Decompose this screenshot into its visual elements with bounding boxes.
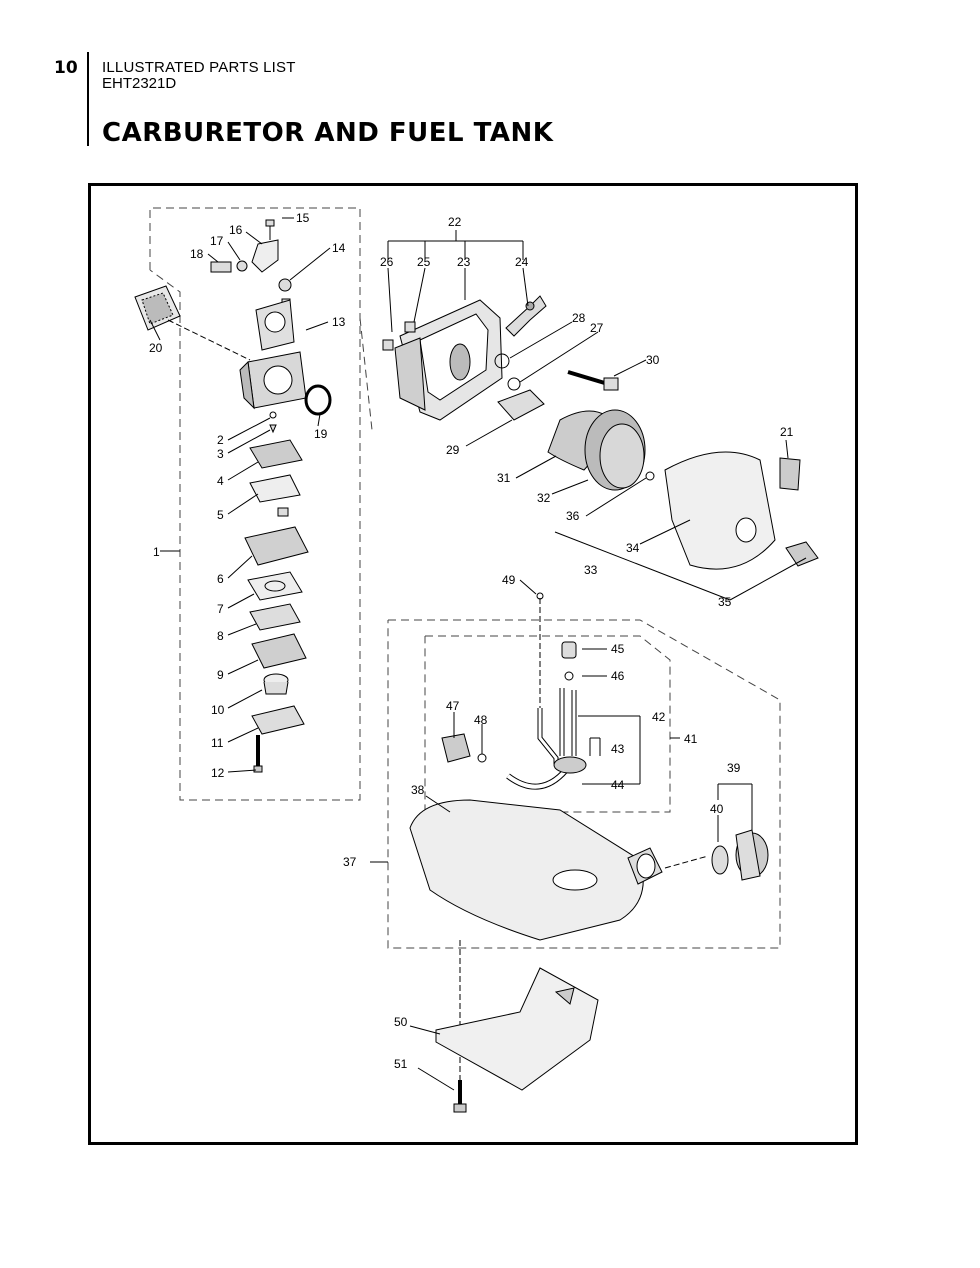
callout-38: 38 [411,783,425,797]
callout-5: 5 [217,508,224,522]
callout-6: 6 [217,572,224,586]
callout-37: 37 [343,855,357,869]
callout-49: 49 [502,573,516,587]
carburetor-group-outline [149,207,361,801]
callout-39: 39 [727,761,741,775]
callout-31: 31 [497,471,511,485]
callout-22: 22 [448,215,462,229]
page-title: CARBURETOR AND FUEL TANK [102,118,554,148]
callout-18: 18 [190,247,204,261]
callout-40: 40 [710,802,724,816]
callout-4: 4 [217,474,224,488]
callout-29: 29 [446,443,460,457]
callout-42: 42 [652,710,666,724]
callout-8: 8 [217,629,224,643]
callout-26: 26 [380,255,394,269]
callout-16: 16 [229,223,243,237]
callout-15: 15 [296,211,310,225]
callout-25: 25 [417,255,431,269]
fuel-tank-group-outline [387,619,781,949]
air-filter-cover [664,451,801,570]
callout-48: 48 [474,713,488,727]
callout-34: 34 [626,541,640,555]
callout-11: 11 [211,736,224,750]
callout-bracket-22 [387,230,529,333]
fuel-filter [441,733,487,763]
callout-20: 20 [149,341,163,355]
callout-10: 10 [211,703,225,717]
document-type: ILLUSTRATED PARTS LIST [102,59,296,76]
air-filter-group-outline [359,317,373,431]
carburetor-diaphragm-stack [244,411,309,773]
part-callouts: 1 2 3 4 5 6 7 8 9 10 11 12 13 14 15 16 1… [149,211,794,1071]
callout-50: 50 [394,1015,408,1029]
callout-32: 32 [537,491,551,505]
air-filter-element [584,409,646,491]
callout-13: 13 [332,315,346,329]
callout-47: 47 [446,699,460,713]
callout-9: 9 [217,668,224,682]
fuel-tank [409,799,663,941]
callout-36: 36 [566,509,580,523]
choke-lever [505,295,547,337]
callout-24: 24 [515,255,529,269]
leader-lines [149,217,789,1091]
callout-12: 12 [211,766,225,780]
callout-23: 23 [457,255,471,269]
diagram-frame [88,183,858,1145]
fuel-cap [711,829,769,881]
callout-bracket-35 [554,531,807,601]
header-divider [87,52,89,146]
callout-21: 21 [780,425,794,439]
carb-spacer-part [134,285,181,331]
callout-14: 14 [332,241,346,255]
callout-44: 44 [611,778,625,792]
callout-33: 33 [584,563,598,577]
filter-screw [567,370,619,391]
tank-guard-bolt [453,1080,467,1113]
callout-46: 46 [611,669,625,683]
model-number: EHT2321D [102,75,177,92]
air-filter-base [394,299,503,421]
callout-bracket-42 [578,648,641,785]
callout-28: 28 [572,311,586,325]
callout-27: 27 [590,321,604,335]
callout-41: 41 [684,732,698,746]
callout-43: 43 [611,742,625,756]
callout-2: 2 [217,433,224,447]
callout-35: 35 [718,595,732,609]
callout-7: 7 [217,602,224,616]
choke-bracket [497,389,545,421]
cover-knob [785,541,819,567]
tank-guard [435,967,599,1091]
page-number: 10 [54,58,78,78]
carburetor-body [239,299,332,416]
callout-bracket-39 [717,783,753,842]
callout-30: 30 [646,353,660,367]
fuel-line-assembly [506,641,587,790]
callout-1: 1 [153,545,160,559]
callout-51: 51 [394,1057,408,1071]
callout-45: 45 [611,642,625,656]
callout-19: 19 [314,427,328,441]
callout-3: 3 [217,447,224,461]
callout-17: 17 [210,234,224,248]
